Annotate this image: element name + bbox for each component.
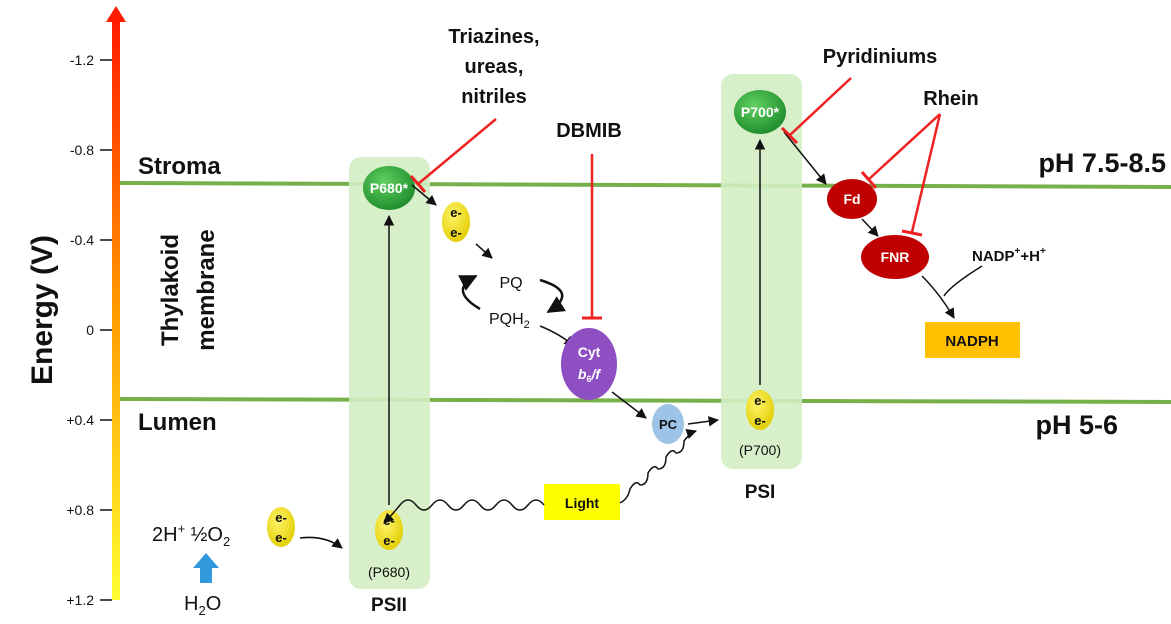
electron-label: e- (275, 510, 287, 525)
psi-complex: P700* e- e- (P700) PSI (721, 74, 802, 503)
thylakoid-label: Thylakoid (157, 234, 184, 346)
cyt-label: Cyt (578, 344, 601, 360)
electron-label: e- (450, 205, 462, 220)
tick-label: -1.2 (70, 52, 94, 68)
nadph-label: NADPH (945, 333, 998, 350)
dbmib-label: DBMIB (556, 120, 622, 142)
electron-label: e- (383, 533, 395, 548)
axis-label: Energy (V) (26, 235, 59, 385)
electron-label: e- (754, 393, 766, 408)
membrane-label: membrane (193, 229, 220, 350)
triazines-label-line2: ureas, (465, 56, 524, 78)
tick-label: +0.4 (66, 412, 94, 428)
inhibitor-dbmib: DBMIB (556, 120, 622, 320)
p700-excited-label: P700* (741, 104, 780, 120)
electron-label: e- (754, 413, 766, 428)
fnr-label: FNR (881, 249, 910, 265)
pc-label: PC (659, 417, 678, 432)
cyt-b6f-label: b6/f (578, 366, 601, 384)
inhibitor-pyridiniums: Pyridiniums (780, 46, 937, 145)
pyridiniums-label: Pyridiniums (823, 46, 937, 68)
psi-electron (746, 390, 774, 430)
pq-electron (442, 202, 470, 242)
pc-protein (652, 404, 684, 444)
ph-stroma-label: pH 7.5-8.5 (1038, 148, 1166, 178)
light-box (544, 484, 620, 520)
rhein-label: Rhein (923, 88, 979, 110)
water-products-label: 2H+ ½O2 (152, 521, 230, 549)
psi-label: PSI (745, 482, 776, 503)
fd-label: Fd (843, 191, 860, 207)
light-label: Light (565, 495, 600, 511)
triazines-label-line3: nitriles (461, 86, 527, 108)
energy-axis: -1.2 -0.8 -0.4 0 +0.4 +0.8 +1.2 Energy (… (26, 6, 126, 608)
electron-label: e- (450, 225, 462, 240)
lumen-label: Lumen (138, 409, 217, 436)
tick-label: +0.8 (66, 502, 94, 518)
pqh2-label: PQH2 (489, 311, 530, 331)
inhibitor-rhein: Rhein (860, 88, 979, 237)
electron-label: e- (383, 513, 395, 528)
psi-box (721, 74, 802, 469)
fd-protein (827, 179, 877, 219)
psii-complex: P680* e- e- (P680) PSII (349, 157, 430, 616)
triazines-label-line1: Triazines, (448, 26, 539, 48)
p700-excited (734, 90, 786, 134)
stroma-boundary-line (119, 181, 1171, 189)
light-wave-to-psi (619, 429, 697, 504)
water-arrow-icon (193, 553, 219, 583)
tick-label: +1.2 (66, 592, 94, 608)
inhibitor-triazines: Triazines, ureas, nitriles (409, 26, 540, 193)
psii-electron (375, 510, 403, 550)
p700-ground-label: (P700) (739, 442, 781, 458)
water-splitting: 2H+ ½O2 H2O e- e- (152, 507, 343, 618)
tick-label: 0 (86, 322, 94, 338)
light-wave-to-psii (383, 499, 545, 524)
water-electron (267, 507, 295, 547)
cyt-b6f-complex (561, 328, 617, 400)
tick-label: -0.8 (70, 142, 94, 158)
p680-excited-label: P680* (370, 180, 409, 196)
water-source-label: H2O (184, 593, 221, 618)
psii-label: PSII (371, 595, 407, 616)
p680-ground-label: (P680) (368, 564, 410, 580)
electron-label: e- (275, 530, 287, 545)
pq-cycle: PQ PQH2 (457, 274, 575, 347)
tick-label: -0.4 (70, 232, 94, 248)
p680-excited (363, 166, 415, 210)
stroma-label: Stroma (138, 153, 221, 180)
nadp-label: NADP++H+ (972, 246, 1046, 265)
ph-lumen-label: pH 5-6 (1035, 410, 1118, 440)
nadph-box (925, 322, 1020, 358)
pq-label: PQ (499, 275, 522, 292)
cyt-b6f: Cyt b6/f (561, 328, 617, 400)
fnr-protein (861, 235, 929, 279)
energy-gradient-bar (112, 18, 120, 600)
lumen-boundary-line (119, 397, 1171, 404)
energy-axis-arrowhead (106, 6, 126, 22)
